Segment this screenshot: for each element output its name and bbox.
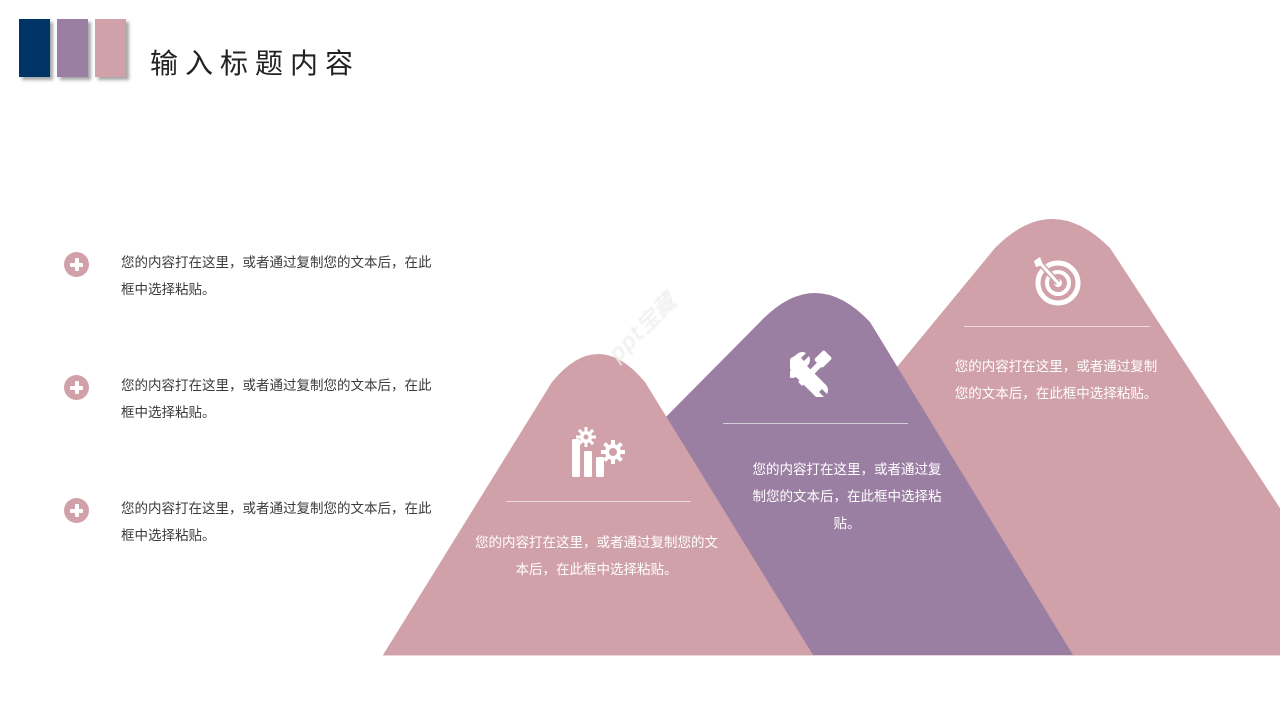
target-icon	[1034, 257, 1081, 306]
peak-right-text[interactable]: 您的内容打在这里，或者通过复制您的文本后，在此框中选择粘贴。	[954, 359, 1158, 402]
peak-middle-divider	[723, 423, 908, 424]
peak-left-shape	[383, 354, 813, 655]
peak-left-text[interactable]: 您的内容打在这里，或者通过复制您的文本后，在此框中选择粘贴。	[475, 535, 718, 578]
header-bar-navy	[19, 19, 50, 77]
header-bar-pink	[95, 19, 126, 77]
peak-middle-text[interactable]: 您的内容打在这里，或者通过复制您的文本后，在此框中选择粘贴。	[752, 462, 942, 532]
list-item-text[interactable]: 您的内容打在这里，或者通过复制您的文本后，在此框中选择粘贴。	[121, 378, 432, 421]
list-item-text[interactable]: 您的内容打在这里，或者通过复制您的文本后，在此框中选择粘贴。	[121, 255, 432, 298]
peak-left-divider	[506, 501, 691, 502]
plus-circle-icon	[64, 498, 89, 523]
peak-right-divider	[964, 326, 1150, 327]
chart-gears-icon	[572, 427, 625, 477]
wrench-hammer-icon	[790, 350, 832, 397]
header-bar-purple	[57, 19, 88, 77]
page-title[interactable]: 输入标题内容	[150, 47, 361, 80]
plus-circle-icon	[64, 252, 89, 277]
plus-circle-icon	[64, 375, 89, 400]
list-item-text[interactable]: 您的内容打在这里，或者通过复制您的文本后，在此框中选择粘贴。	[121, 501, 432, 544]
